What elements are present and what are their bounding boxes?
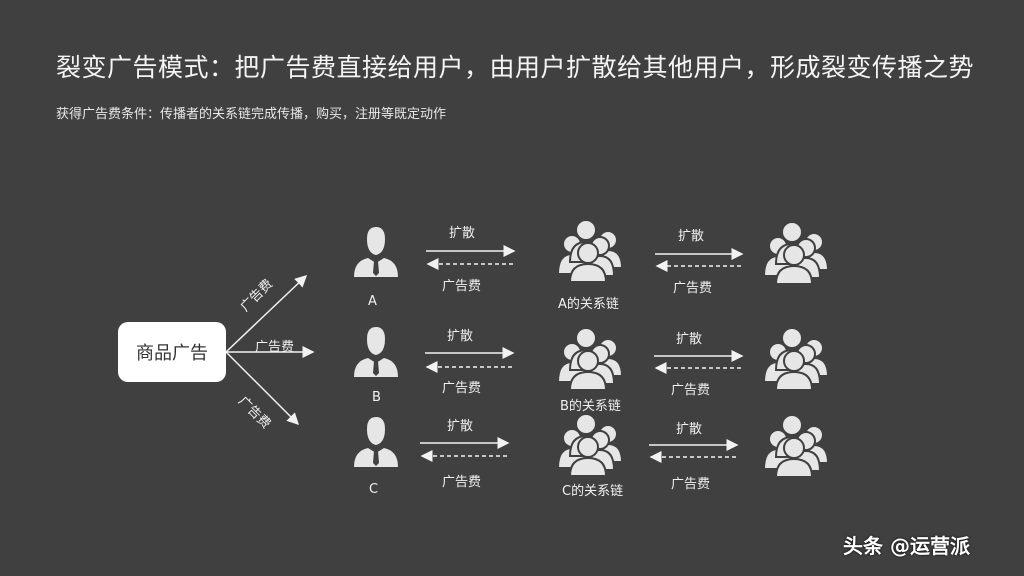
page-title: 裂变广告模式：把广告费直接给用户，由用户扩散给其他用户，形成裂变传播之势 xyxy=(56,53,975,82)
group-icon xyxy=(556,327,624,390)
fee-label-c1: 广告费 xyxy=(442,475,482,490)
spread-label-c2: 扩散 xyxy=(676,422,703,437)
group-icon xyxy=(556,219,624,282)
fee-label-a1: 广告费 xyxy=(442,279,482,294)
branch-label-middle: 广告费 xyxy=(255,340,295,355)
spread-label-b1: 扩散 xyxy=(447,329,474,344)
fee-label-b1: 广告费 xyxy=(442,381,482,396)
fee-label-b2: 广告费 xyxy=(671,383,711,398)
group-icon xyxy=(556,413,624,476)
businessman-icon xyxy=(354,227,398,277)
spread-label-a1: 扩散 xyxy=(449,226,476,241)
spread-label-c1: 扩散 xyxy=(447,419,474,434)
watermark: 头条 @运营派 xyxy=(843,534,970,558)
user-label-a: A xyxy=(368,294,377,309)
product-ad-box: 商品广告 xyxy=(118,322,226,382)
group-icon xyxy=(762,327,830,390)
chain-label-b: B的关系链 xyxy=(560,399,621,414)
user-label-c: C xyxy=(369,482,379,497)
chain-label-c: C的关系链 xyxy=(562,484,624,499)
businessman-icon xyxy=(354,327,398,377)
group-icon xyxy=(762,414,830,477)
spread-label-a2: 扩散 xyxy=(678,229,705,244)
fee-label-c2: 广告费 xyxy=(671,477,711,492)
fee-label-a2: 广告费 xyxy=(673,281,713,296)
businessman-icon xyxy=(354,417,398,467)
spread-label-b2: 扩散 xyxy=(676,332,703,347)
group-icon xyxy=(762,221,830,284)
page-subtitle: 获得广告费条件：传播者的关系链完成传播，购买，注册等既定动作 xyxy=(56,107,447,122)
user-label-b: B xyxy=(372,390,381,405)
chain-label-a: A的关系链 xyxy=(558,297,619,312)
